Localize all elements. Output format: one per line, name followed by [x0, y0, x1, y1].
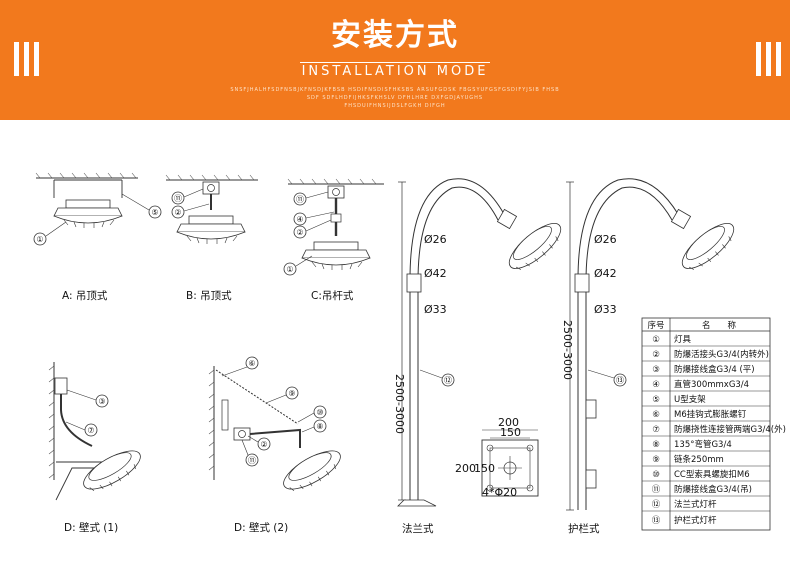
plate-width-150: 150	[500, 426, 521, 439]
figure-d1-label: D: 壁式 (1)	[64, 521, 118, 534]
table-row-index: ③	[652, 365, 660, 375]
plate-height-150: 150	[474, 462, 495, 475]
guardrail-label: 护栏式	[568, 522, 600, 535]
mark-1: ①	[36, 235, 43, 244]
table-row-index: ⑤	[652, 395, 660, 405]
table-row-name: 护栏式灯杆	[674, 515, 717, 526]
plate-height-200: 200	[455, 462, 476, 475]
title-divider	[300, 62, 490, 63]
mark-2-b: ②	[174, 208, 181, 217]
mark-11-b: ⑪	[174, 194, 182, 203]
fine-print-3: FHSDUIFHNSIJDSLFGKH DIFGH	[344, 103, 446, 109]
mark-7-d1: ⑦	[87, 426, 94, 435]
figure-c-pendant-rod: ⑪ ④ ② ① C:吊杆式	[283, 178, 384, 302]
table-row-name: CC型索具螺旋扣M6	[674, 469, 750, 480]
table-row-name: 135°弯管G3/4	[674, 439, 732, 450]
page-subtitle: INSTALLATION MODE	[301, 64, 489, 79]
table-row-index: ⑧	[652, 440, 660, 450]
mark-1-c: ①	[286, 265, 293, 274]
figure-b-ceiling-mount: ⑪ ② B: 吊顶式	[165, 174, 258, 302]
table-row-index: ②	[652, 350, 660, 360]
table-row-index: ⑪	[652, 485, 661, 495]
guardrail-dim-33: Ø33	[594, 303, 617, 316]
figure-flange-pole: 2500-3000 Ø26 Ø42 Ø33 ⑫ 法兰式	[393, 178, 569, 535]
table-row-name: U型支架	[674, 394, 706, 405]
guardrail-dim-42: Ø42	[594, 267, 617, 280]
table-row-name: 防爆接线盒G3/4(吊)	[674, 484, 752, 495]
mark-12: ⑫	[444, 376, 452, 385]
figure-c-label: C:吊杆式	[311, 289, 354, 302]
mark-6-d2: ⑥	[248, 359, 255, 368]
table-row-name: 法兰式灯杆	[674, 499, 717, 510]
mark-8-d2: ⑧	[316, 422, 323, 431]
figure-a-label: A: 吊顶式	[62, 289, 108, 302]
page-title: 安装方式	[331, 18, 459, 53]
table-row-name: 直管300mmxG3/4	[674, 379, 749, 390]
fine-print-2: SDF SDFLHDFIJHKSFKHSLV DFHLHRE DXFGDJAYU…	[306, 95, 484, 101]
guardrail-height-dim: 2500-3000	[561, 320, 574, 380]
flange-plate-detail: 200 150 200 150 4*Φ20	[455, 416, 539, 499]
right-bars-decoration	[756, 42, 781, 76]
figure-guardrail-pole: 2500-3000 Ø26 Ø42 Ø33 ⑬ 护栏式	[561, 178, 742, 535]
mark-11-c: ⑪	[296, 195, 304, 204]
mark-11-d2: ⑪	[248, 456, 256, 465]
table-row-index: ①	[652, 335, 660, 345]
figure-b-label: B: 吊顶式	[186, 289, 232, 302]
mark-3-d1: ③	[98, 397, 105, 406]
parts-table: 序号 名 称 ① 灯具 ② 防爆活接头G3/4(内转外) ③ 防爆接线盒G3/4…	[641, 317, 786, 531]
table-row-index: ⑩	[652, 470, 660, 480]
fine-print-1: SNSFJHALHFSDFNSBJKFNSDJKFBSB HSDIFNSDISF…	[230, 87, 560, 93]
table-row-index: ⑨	[652, 455, 660, 465]
mark-10-d2: ⑩	[316, 408, 323, 417]
mark-9-d2: ⑨	[288, 389, 295, 398]
figure-a-ceiling-mount: ① ⑤ A: 吊顶式	[33, 172, 162, 302]
left-bars-decoration	[14, 42, 39, 76]
table-header-name: 名 称	[702, 320, 737, 331]
installation-diagram: ① ⑤ A: 吊顶式 ⑪ ② B: 吊顶式 ⑪ ④ ②	[33, 172, 786, 535]
plate-width-200: 200	[498, 416, 519, 429]
table-row-index: ④	[652, 380, 660, 390]
flange-height-dim: 2500-3000	[393, 374, 406, 434]
table-row-name: M6挂钩式膨胀螺钉	[674, 409, 747, 420]
table-row-index: ⑫	[652, 500, 661, 510]
flange-label: 法兰式	[402, 522, 434, 535]
table-row-name: 链条250mm	[674, 454, 724, 465]
mark-13: ⑬	[616, 376, 624, 385]
guardrail-dim-26: Ø26	[594, 233, 617, 246]
mark-2-d2: ②	[260, 440, 267, 449]
figure-d2-label: D: 壁式 (2)	[234, 521, 288, 534]
table-row-index: ⑥	[652, 410, 660, 420]
table-row-index: ⑬	[652, 516, 661, 526]
plate-holes: 4*Φ20	[482, 486, 517, 499]
figure-d1-wall-mount: ③ ⑦ D: 壁式 (1)	[48, 362, 148, 534]
mark-5: ⑤	[151, 208, 158, 217]
flange-dim-33: Ø33	[424, 303, 447, 316]
figure-d2-wall-mount: ⑥ ⑨ ⑩ ⑧ ② ⑪ D: 壁式 (2)	[208, 356, 348, 534]
table-row-name: 防爆活接头G3/4(内转外)	[674, 349, 769, 360]
flange-dim-42: Ø42	[424, 267, 447, 280]
table-row-index: ⑦	[652, 425, 660, 435]
table-header-index: 序号	[647, 320, 664, 331]
mark-4-c: ④	[296, 215, 303, 224]
mark-2-c: ②	[296, 228, 303, 237]
header-banner: 安装方式 INSTALLATION MODE SNSFJHALHFSDFNSBJ…	[0, 0, 790, 120]
table-row-name: 防爆挠性连接管两端G3/4(外)	[674, 424, 786, 435]
flange-dim-26: Ø26	[424, 233, 447, 246]
table-row-name: 防爆接线盒G3/4 (平)	[674, 364, 755, 375]
table-row-name: 灯具	[674, 334, 692, 345]
